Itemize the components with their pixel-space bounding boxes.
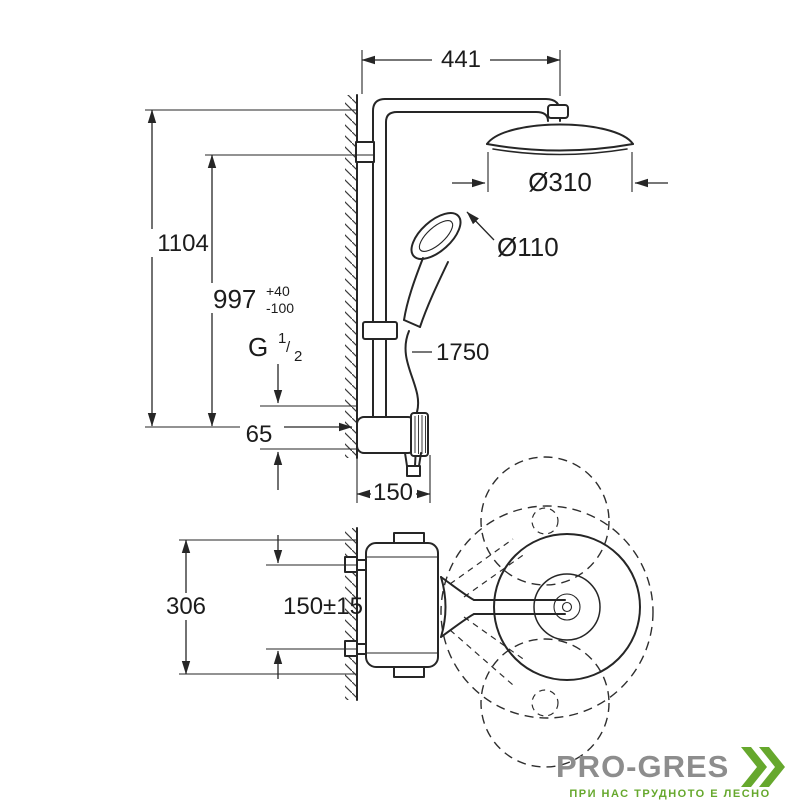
hose-length-value: 1750 xyxy=(436,339,489,366)
thread-slash: / xyxy=(286,339,291,356)
hose-outlet-nipple xyxy=(406,465,421,477)
double-chevron-icon xyxy=(741,747,785,787)
hand-shower-handle-cap xyxy=(403,319,421,328)
thread-label: G 1 / 2 xyxy=(248,330,302,365)
dim-head-diameter-value: Ø310 xyxy=(528,167,592,197)
dim-label-bg xyxy=(154,593,218,620)
hand-shower-head xyxy=(410,212,462,260)
hand-shower-handle-right xyxy=(419,261,449,328)
dim-valve-width-value: 150 xyxy=(373,479,413,506)
head-face-rim xyxy=(492,148,628,156)
head-shower-plan-center xyxy=(561,601,573,613)
thread-denominator: 2 xyxy=(294,348,302,365)
swivel-joint-top xyxy=(531,507,559,535)
hand-shower-face xyxy=(418,220,454,252)
knob-edge-bottom xyxy=(393,666,425,678)
dim-label-bg xyxy=(432,46,490,72)
pipe-inner-edge xyxy=(385,111,549,421)
hose-length-label: 1750 xyxy=(412,339,489,366)
dim-wall-offset: 65 xyxy=(246,364,356,490)
swivel-arm-bottom-edge xyxy=(463,616,527,662)
wall-hatch-upper xyxy=(345,95,357,458)
brand-name: PRO-GRES xyxy=(556,749,729,784)
thermostat-body xyxy=(365,532,439,678)
dim-top-width: 441 xyxy=(361,46,561,96)
swivel-range xyxy=(440,456,654,768)
knob-edge-top xyxy=(393,532,425,544)
swivel-arm-top-edge xyxy=(449,538,514,585)
brand-tagline: ПРИ НАС ТРУДНОТО Е ЛЕСНО xyxy=(569,788,770,800)
slider-bracket xyxy=(362,321,398,340)
dim-overall-height-value: 1104 xyxy=(157,230,209,257)
dim-body-height: 306 xyxy=(154,539,356,675)
hand-shower-handle-left xyxy=(403,257,424,321)
dim-hand-diameter: Ø110 xyxy=(466,211,559,262)
shower-arm-plan xyxy=(440,533,641,681)
tolerance-minus: -100 xyxy=(266,300,294,316)
valve-body xyxy=(356,416,416,454)
head-shower-plan-outline xyxy=(493,533,641,681)
arm-cone-bottom xyxy=(440,613,475,638)
dim-label-bg xyxy=(371,482,416,505)
leader-arrow xyxy=(466,211,495,241)
vendor-logo: PRO-GRES ПРИ НАС ТРУДНОТО Е ЛЕСНО xyxy=(556,747,785,800)
dim-supply-height-value: 997 xyxy=(213,284,256,314)
dim-label-bg xyxy=(149,229,217,257)
swivel-joint-bottom xyxy=(531,689,559,717)
head-shower-plan-inner xyxy=(533,573,601,641)
wall-union-fitting xyxy=(355,141,375,163)
chevron-front xyxy=(741,747,767,787)
head-dome-bottom xyxy=(486,143,634,152)
dim-head-diameter: Ø310 xyxy=(452,152,668,197)
swivel-arm-bottom-edge xyxy=(449,629,514,686)
diverter-valve xyxy=(356,412,429,477)
head-dome-top xyxy=(486,123,634,145)
dim-supply-height: 997 +40 -100 xyxy=(205,154,373,427)
swivel-position-bottom xyxy=(480,638,610,768)
swivel-position-top xyxy=(480,456,610,586)
dim-wall-offset-value: 65 xyxy=(246,421,273,448)
head-shower-plan-hub xyxy=(553,593,581,621)
dim-hand-diameter-value: Ø110 xyxy=(497,232,559,262)
swivel-arm-top-edge xyxy=(463,552,527,598)
dim-supply-spacing: 150±15 xyxy=(266,535,363,679)
chevron-back xyxy=(759,747,785,787)
arm-bell-rim xyxy=(440,576,447,638)
dim-top-width-value: 441 xyxy=(441,46,481,73)
swivel-envelope-circle xyxy=(440,505,654,719)
head-shower xyxy=(486,104,634,156)
dim-overall-height: 1104 xyxy=(145,109,358,428)
lower-view: 306 150±15 xyxy=(154,456,654,768)
thread-letter: G xyxy=(248,332,268,362)
thread-numerator: 1 xyxy=(278,330,286,347)
head-ball-joint xyxy=(547,104,569,119)
dim-supply-spacing-value: 150±15 xyxy=(283,593,363,620)
tolerance-plus: +40 xyxy=(266,283,290,299)
thermostat-housing xyxy=(365,542,439,668)
arm-cone-top xyxy=(440,576,475,601)
upper-view: 441 Ø310 Ø110 1104 997 xyxy=(145,46,668,506)
dim-label-bg xyxy=(206,283,306,313)
dim-valve-width: 150 xyxy=(356,455,431,506)
dim-body-height-value: 306 xyxy=(166,593,206,620)
